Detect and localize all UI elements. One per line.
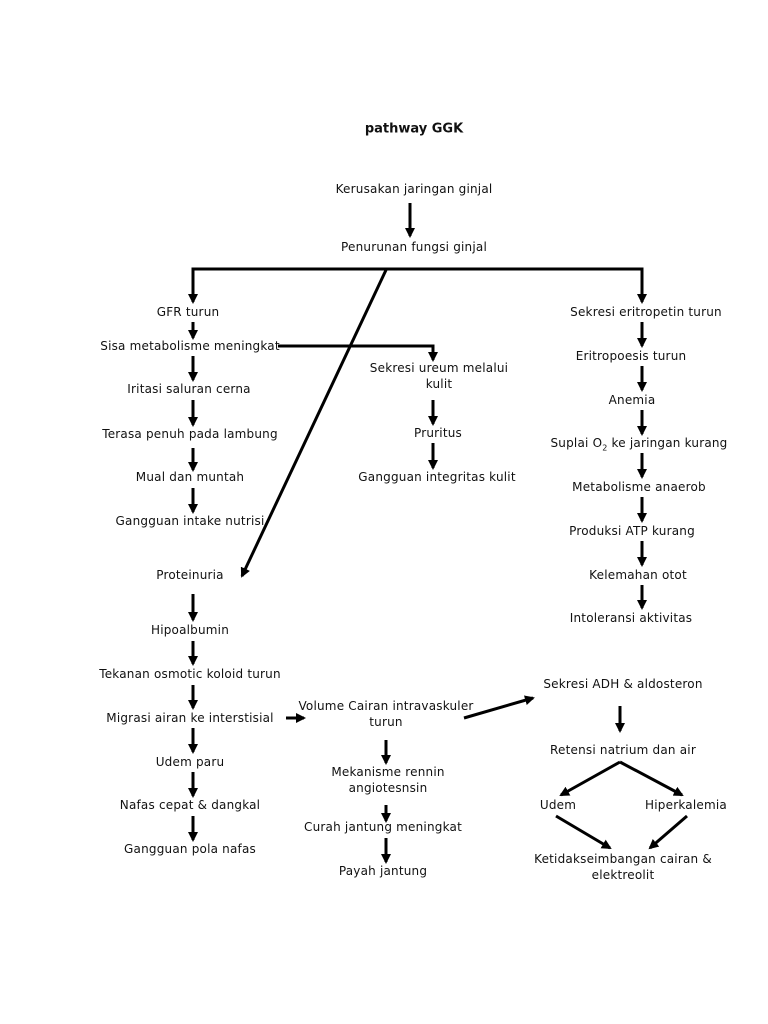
node-atp: Produksi ATP kurang [569,524,695,538]
arrow-hiperkalemia-ketidak [648,814,688,850]
node-suplai: Suplai O2 ke jaringan kurang [550,435,728,453]
node-udem: Udem [539,798,577,812]
node-curah: Curah jantung meningkat [304,820,462,834]
node-tekanan: Tekanan osmotic koloid turun [99,667,281,681]
node-kelemahan: Kelemahan otot [589,568,687,582]
node-penurunan: Penurunan fungsi ginjal [341,240,487,254]
node-eritropoesis: Eritropoesis turun [575,349,687,363]
node-iritasi: Iritasi saluran cerna [127,382,251,396]
node-anaerob: Metabolisme anaerob [572,480,706,494]
node-volume: Volume Cairan intravaskuler turun [298,698,473,730]
node-ketidakseimbangan-line1: Ketidakseimbangan cairan & [534,852,712,866]
node-sekresi-ureum: Sekresi ureum melalui kulit [370,360,508,392]
arrow-sisa-ureum [278,344,438,362]
node-retensi: Retensi natrium dan air [550,743,696,757]
node-rennin-line1: Mekanisme rennin [331,765,445,779]
node-volume-line2: turun [369,715,403,729]
branch-bar [191,267,644,272]
node-ketidakseimbangan-line2: elektreolit [591,868,655,882]
node-eritropetin: Sekresi eritropetin turun [570,305,722,319]
node-suplai-pre: Suplai O [550,436,603,450]
node-ketidakseimbangan: Ketidakseimbangan cairan & elektreolit [534,851,712,883]
node-suplai-sub: 2 [602,443,608,453]
arrow-udem-ketidak [555,814,612,850]
node-sekresi-ureum-line2: kulit [425,377,453,391]
node-volume-line1: Volume Cairan intravaskuler [298,699,474,713]
node-terasa: Terasa penuh pada lambung [102,427,278,441]
node-rennin-line2: angiotesnsin [348,781,428,795]
arrow-bar-proteinuria [240,269,388,578]
node-nafas: Nafas cepat & dangkal [119,798,261,812]
node-adh: Sekresi ADH & aldosteron [543,677,703,691]
node-sisa: Sisa metabolisme meningkat [100,339,280,353]
node-mual: Mual dan muntah [135,470,245,484]
node-rennin: Mekanisme rennin angiotesnsin [331,764,444,796]
node-proteinuria: Proteinuria [156,568,224,582]
node-intoleransi: Intoleransi aktivitas [569,611,693,625]
page-title: pathway GGK [364,121,464,137]
node-anemia: Anemia [608,393,656,407]
node-pruritus: Pruritus [414,426,462,440]
node-gfr: GFR turun [156,305,220,319]
node-udem-paru: Udem paru [155,755,225,769]
arrow-volume-adh [463,695,535,720]
node-integritas: Gangguan integritas kulit [358,470,516,484]
arrow-retensi-udem [559,760,621,797]
node-hipoalbumin: Hipoalbumin [150,623,230,637]
node-intake: Gangguan intake nutrisi [115,514,265,528]
arrow-retensi-hiperkalemia [619,760,684,797]
node-hiperkalemia: Hiperkalemia [645,798,727,812]
node-pola-nafas: Gangguan pola nafas [124,842,256,856]
node-migrasi: Migrasi airan ke interstisial [106,711,274,725]
node-kerusakan: Kerusakan jaringan ginjal [335,182,493,196]
node-suplai-post: ke jaringan kurang [607,436,728,450]
node-payah: Payah jantung [338,864,428,878]
node-sekresi-ureum-line1: Sekresi ureum melalui [369,361,509,375]
